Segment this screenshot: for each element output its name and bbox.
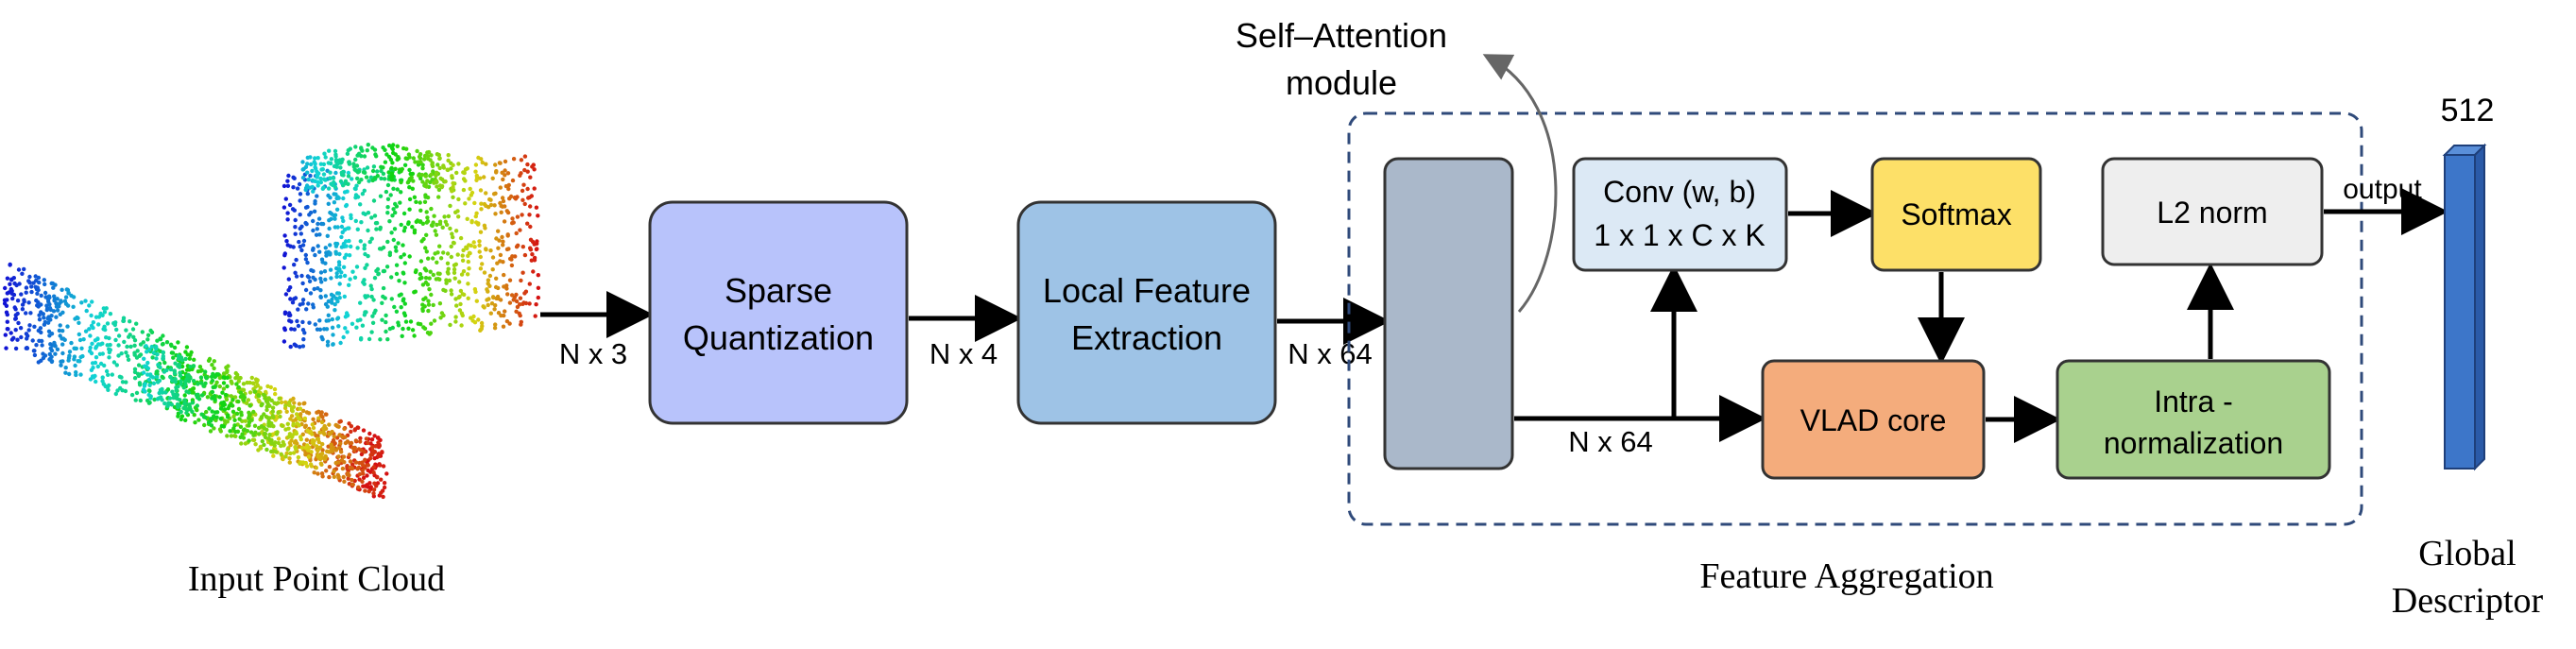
point-cloud-image: [2, 143, 541, 500]
aggregation-input-block: [1383, 157, 1514, 470]
sparse-quantization-box: [648, 200, 909, 425]
softmax-label: Softmax: [1901, 197, 2011, 231]
local-feature-extraction-box: [1016, 200, 1277, 425]
intra-line2: normalization: [2104, 426, 2283, 460]
output-label: output: [2343, 174, 2422, 205]
global-descriptor-bar: [2442, 143, 2487, 471]
sparse-quantization-block: Sparse Quantization: [648, 200, 909, 425]
vlad-core-box: [1761, 359, 1986, 480]
descriptor-bar-front: [2444, 154, 2476, 470]
input-point-cloud-label: Input Point Cloud: [188, 559, 445, 599]
softmax-box: [1870, 157, 2042, 272]
self-attention-line1: Self–Attention: [1236, 16, 1447, 55]
feature-aggregation-border: [1347, 111, 2363, 526]
n-x-64-label-b: N x 64: [1568, 425, 1653, 458]
sparse-quantization-line1: Sparse: [725, 271, 832, 310]
global-descriptor-line2: Descriptor: [2392, 581, 2544, 621]
global-descriptor-line1: Global: [2418, 534, 2516, 573]
local-feature-line1: Local Feature: [1043, 271, 1251, 310]
local-feature-line2: Extraction: [1071, 318, 1222, 357]
softmax-block: Softmax: [1870, 157, 2042, 272]
descriptor-bar-side: [2474, 143, 2485, 471]
vlad-core-label: VLAD core: [1800, 403, 1947, 437]
local-feature-extraction-block: Local Feature Extraction: [1016, 200, 1277, 425]
intra-normalization-box: [2056, 359, 2331, 480]
self-attention-arrow: [1482, 54, 1558, 313]
intra-line1: Intra -: [2154, 384, 2233, 418]
intra-normalization-block: Intra - normalization: [2056, 359, 2331, 480]
conv-line1: Conv (w, b): [1603, 175, 1756, 209]
l2-norm-label: L2 norm: [2157, 196, 2267, 230]
self-attention-line2: module: [1286, 63, 1397, 102]
feature-aggregation-label: Feature Aggregation: [1699, 556, 1993, 596]
n-x-3-label: N x 3: [559, 337, 627, 370]
l2-norm-block: L2 norm: [2101, 157, 2324, 266]
conv-box: [1572, 157, 1788, 272]
conv-line2: 1 x 1 x C x K: [1594, 218, 1765, 252]
sparse-quantization-line2: Quantization: [683, 318, 874, 357]
vlad-core-block: VLAD core: [1761, 359, 1986, 480]
dimension-512-label: 512: [2441, 93, 2495, 128]
n-x-64-label-a: N x 64: [1288, 337, 1373, 370]
conv-block: Conv (w, b) 1 x 1 x C x K: [1572, 157, 1788, 272]
l2-norm-box: [2101, 157, 2324, 266]
n-x-4-label: N x 4: [930, 337, 998, 370]
